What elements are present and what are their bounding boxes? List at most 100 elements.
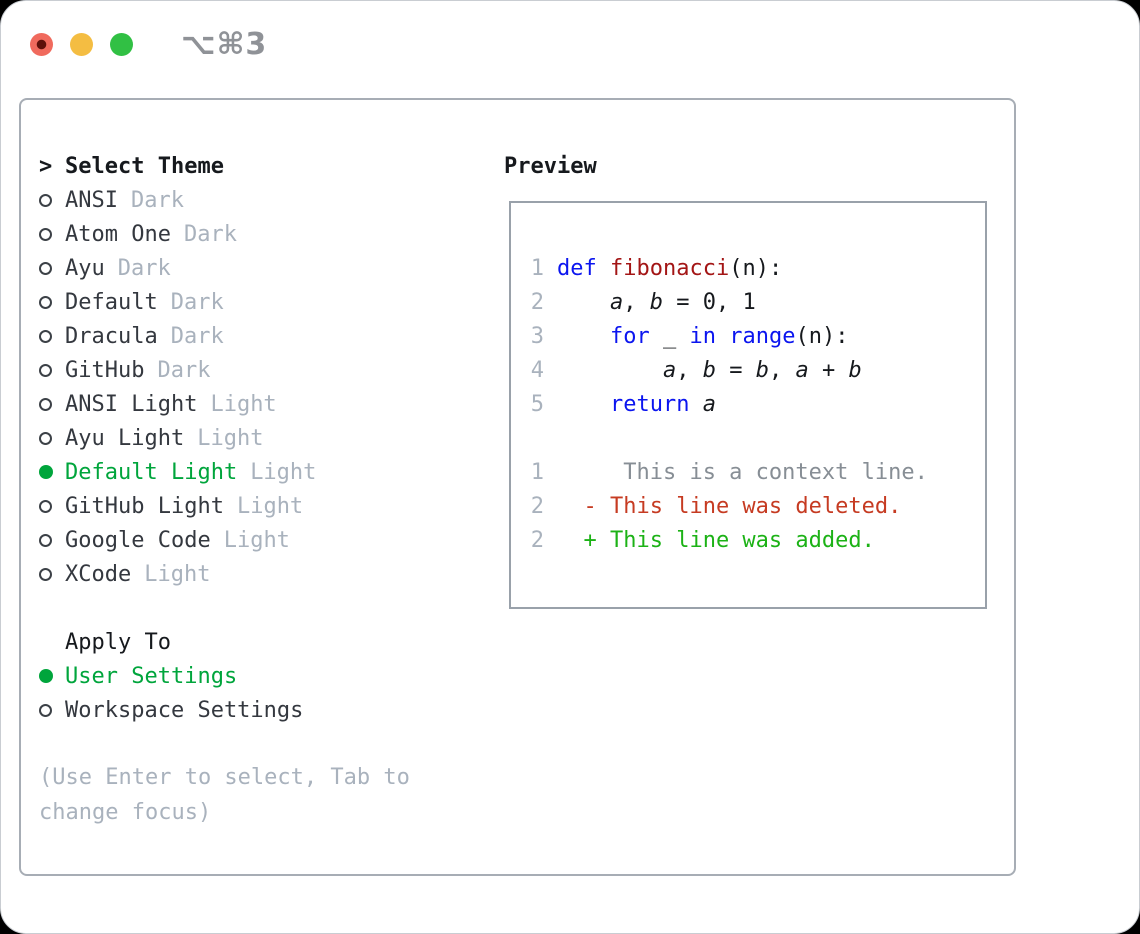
theme-option-ayu-light[interactable]: Ayu Light Light — [39, 421, 316, 455]
option-variant-tag: Light — [197, 425, 264, 451]
radio-circle — [39, 227, 52, 241]
apply-option-workspace-settings[interactable]: Workspace Settings — [39, 693, 303, 727]
maximize-button[interactable] — [110, 33, 133, 56]
apply-option-user-settings[interactable]: User Settings — [39, 659, 303, 693]
code-line: 1 def fibonacci(n): — [511, 251, 985, 285]
radio-selected-icon — [39, 669, 65, 683]
option-label: GitHub Light — [65, 493, 224, 519]
preview-title: Preview — [504, 153, 597, 179]
radio-icon — [39, 329, 65, 343]
radio-circle — [39, 499, 52, 513]
code-token — [716, 324, 729, 349]
theme-option-dracula[interactable]: Dracula Dark — [39, 319, 316, 353]
radio-icon — [39, 499, 65, 513]
code-token: + This line was added. — [557, 527, 875, 553]
minimize-button[interactable] — [70, 33, 93, 56]
code-token — [597, 256, 610, 281]
radio-selected-icon — [39, 465, 65, 479]
code-line: 4 a, b = b, a + b — [511, 353, 985, 387]
code-line — [511, 421, 985, 455]
code-line: 3 for _ in range(n): — [511, 319, 985, 353]
radio-circle — [39, 533, 52, 547]
code-token: def — [557, 255, 597, 281]
select-theme-title: Select Theme — [65, 153, 224, 179]
close-button[interactable] — [30, 33, 53, 56]
option-variant-tag: Light — [250, 459, 317, 485]
option-label: Dracula — [65, 323, 158, 349]
code-token — [557, 324, 610, 349]
radio-circle — [39, 465, 53, 479]
code-token: b — [755, 357, 769, 383]
code-token: = 0, 1 — [662, 289, 756, 315]
code-token: return — [609, 391, 690, 417]
option-label: Workspace Settings — [65, 697, 304, 723]
line-number: 2 — [530, 527, 544, 553]
code-token: fibonacci — [610, 255, 730, 281]
code-token: (n): — [795, 323, 849, 349]
code-token — [557, 290, 610, 315]
code-token: (n): — [729, 255, 783, 281]
code-token: , — [768, 357, 796, 383]
code-line: 5 return a — [511, 387, 985, 421]
radio-circle — [39, 567, 52, 581]
code-token: b — [702, 357, 716, 383]
radio-icon — [39, 533, 65, 547]
radio-icon — [39, 567, 65, 581]
option-label: Atom One — [65, 221, 171, 247]
line-number: 1 — [530, 255, 544, 281]
code-token: in — [689, 323, 716, 349]
code-token: - This line was deleted. — [557, 493, 902, 519]
option-variant-tag: Light — [223, 527, 290, 553]
line-number: 2 — [530, 289, 544, 315]
option-label: ANSI Light — [65, 391, 198, 417]
theme-option-ansi-light[interactable]: ANSI Light Light — [39, 387, 316, 421]
line-number: 4 — [530, 357, 544, 383]
code-token: , — [623, 289, 650, 315]
code-token: b — [649, 289, 663, 315]
radio-icon — [39, 227, 65, 241]
code-line: 1 This is a context line. — [511, 455, 985, 489]
line-number: 2 — [530, 493, 544, 519]
radio-circle — [39, 261, 52, 275]
radio-icon — [39, 703, 65, 717]
radio-icon — [39, 295, 65, 309]
code-token: , — [676, 357, 703, 383]
option-label: XCode — [65, 561, 132, 587]
code-token: + — [808, 357, 849, 383]
option-label: Google Code — [65, 527, 211, 553]
option-variant-tag: Light — [210, 391, 277, 417]
radio-icon — [39, 261, 65, 275]
code-token — [689, 392, 702, 417]
option-label: Ayu Light — [65, 425, 185, 451]
radio-circle — [39, 193, 52, 207]
option-label: Default — [65, 289, 158, 315]
option-variant-tag: Dark — [170, 323, 224, 349]
radio-circle — [39, 397, 52, 411]
code-token — [557, 358, 663, 383]
code-token: = — [715, 357, 756, 383]
line-number: 3 — [530, 323, 544, 349]
option-label: Ayu — [65, 255, 105, 281]
radio-circle — [39, 703, 52, 717]
code-token: a — [609, 289, 624, 315]
radio-icon — [39, 431, 65, 445]
code-token: b — [848, 357, 862, 383]
option-variant-tag: Dark — [130, 187, 184, 213]
theme-option-google-code[interactable]: Google Code Light — [39, 523, 316, 557]
code-token: range — [729, 323, 796, 349]
apply-to-title: Apply To — [65, 629, 171, 655]
code-token — [557, 392, 610, 417]
